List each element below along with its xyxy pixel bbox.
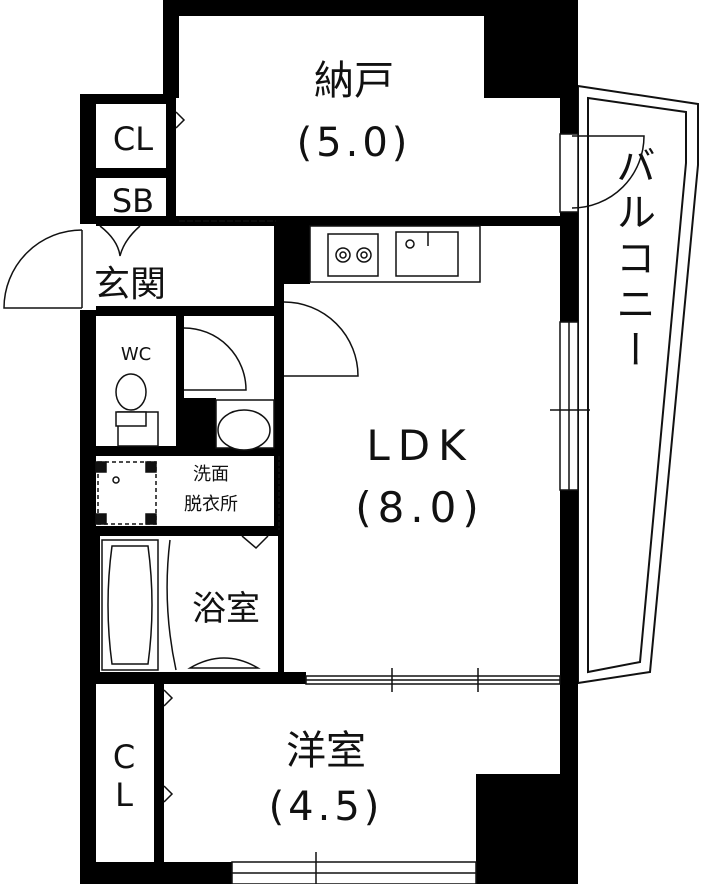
bathtub bbox=[101, 539, 177, 671]
closet-top-name: CL bbox=[113, 120, 153, 158]
wc-name: WC bbox=[121, 344, 151, 365]
ldk-size: (8.0) bbox=[355, 483, 485, 532]
balcony bbox=[577, 84, 699, 684]
room-labels: 納戸 (5.0) LDK (8.0) 洋室 (4.5) 浴室 洗面 脱衣所 WC… bbox=[94, 58, 655, 830]
balcony-name: バルコニー bbox=[609, 145, 655, 375]
western-size: (4.5) bbox=[269, 784, 384, 830]
bath-name: 浴室 bbox=[192, 589, 260, 629]
kitchen-sink bbox=[395, 231, 459, 277]
closet-bottom-line1: C bbox=[113, 738, 135, 776]
doors bbox=[3, 111, 645, 803]
washroom-line1: 洗面 bbox=[193, 464, 229, 485]
bath-sink bbox=[187, 657, 261, 669]
western-name: 洋室 bbox=[286, 728, 366, 774]
shoe-box-name: SB bbox=[112, 182, 154, 220]
storage-size: (5.0) bbox=[297, 120, 412, 166]
washroom-line2: 脱衣所 bbox=[184, 494, 238, 515]
fixtures bbox=[95, 225, 481, 671]
ldk-name: LDK bbox=[366, 421, 473, 470]
toilet bbox=[115, 373, 159, 447]
wash-basin bbox=[215, 399, 275, 451]
washing-machine bbox=[95, 461, 157, 525]
windows bbox=[179, 133, 590, 884]
storage-name: 納戸 bbox=[314, 58, 394, 104]
entrance-name: 玄関 bbox=[94, 264, 166, 305]
closet-bottom-line2: L bbox=[115, 776, 133, 814]
